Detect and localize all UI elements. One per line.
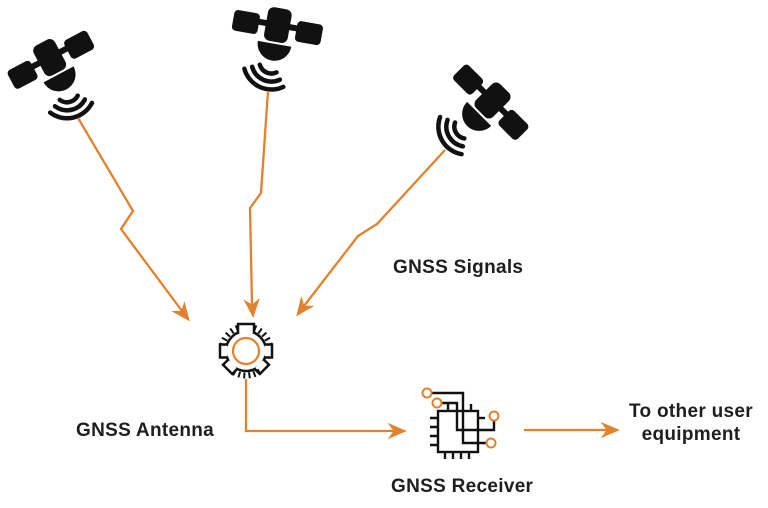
output-equipment-label: To other user equipment — [629, 401, 753, 446]
satellite-icon — [2, 21, 120, 136]
gnss-antenna-label: GNSS Antenna — [76, 420, 215, 441]
antenna-to-receiver-arrow — [244, 379, 406, 438]
signal-arrow-1 — [77, 117, 194, 324]
gnss-receiver-label: GNSS Receiver — [391, 476, 534, 497]
receiver-output-arrow — [524, 423, 619, 437]
satellite-icon — [415, 57, 537, 179]
choke-ring-antenna-icon — [218, 322, 274, 379]
signal-arrow-2 — [245, 90, 270, 317]
signal-arrow-3 — [292, 149, 446, 319]
gnss-signals-label: GNSS Signals — [393, 257, 524, 278]
satellite-icon — [222, 1, 325, 97]
receiver-chip-icon — [421, 387, 500, 459]
